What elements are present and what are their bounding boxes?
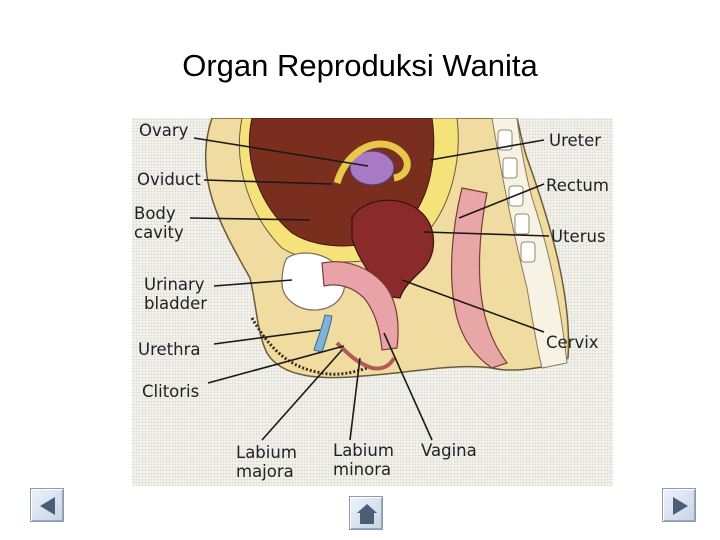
vagina-shape bbox=[321, 261, 399, 351]
vertebrae bbox=[497, 129, 536, 263]
label-ovary: Ovary bbox=[139, 121, 189, 140]
label-vagina: Vagina bbox=[421, 441, 477, 460]
label-ureter: Ureter bbox=[549, 131, 602, 150]
triangle-left-icon bbox=[40, 497, 55, 515]
next-slide-button[interactable] bbox=[662, 488, 696, 522]
home-icon bbox=[357, 504, 377, 524]
slide-title: Organ Reproduksi Wanita bbox=[182, 48, 538, 83]
label-cervix: Cervix bbox=[546, 333, 599, 352]
ovary-shape bbox=[349, 150, 395, 186]
labia-shape bbox=[335, 341, 396, 371]
label-oviduct: Oviduct bbox=[137, 170, 201, 189]
label-uterus: Uterus bbox=[551, 227, 606, 246]
label-urinary-bladder: Urinary bladder bbox=[144, 275, 208, 313]
label-labium-majora: Labium majora bbox=[236, 443, 297, 481]
home-button[interactable] bbox=[349, 496, 383, 530]
label-rectum: Rectum bbox=[546, 176, 609, 195]
label-clitoris: Clitoris bbox=[142, 382, 200, 401]
label-urethra: Urethra bbox=[138, 340, 201, 359]
label-body-cavity: Body cavity bbox=[134, 204, 184, 242]
oviduct-shape bbox=[333, 140, 411, 185]
prev-slide-button[interactable] bbox=[30, 488, 64, 522]
anatomy-illustration bbox=[189, 118, 570, 441]
leader-lines bbox=[189, 137, 550, 441]
triangle-right-icon bbox=[673, 497, 688, 515]
label-labium-minora: Labium minora bbox=[333, 441, 394, 479]
anatomy-diagram: Ovary Oviduct Body cavity Urinary bladde… bbox=[132, 118, 613, 486]
